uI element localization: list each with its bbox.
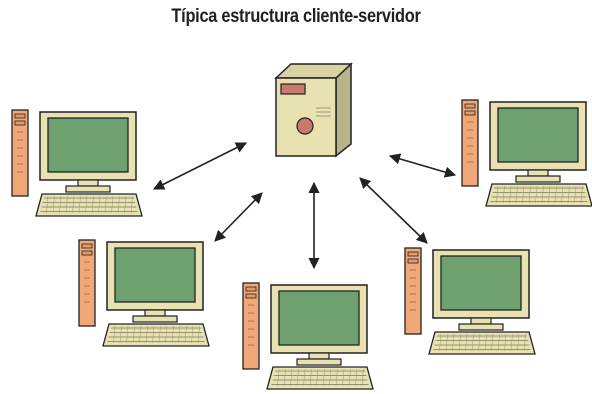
diagram-title: Típica estructura cliente-servidor bbox=[171, 6, 421, 27]
node-client-bottom-center bbox=[242, 282, 374, 390]
connection-arrow-client-top-right bbox=[388, 153, 457, 178]
client-computer-icon bbox=[242, 282, 374, 390]
connection-arrow-client-mid-right bbox=[359, 177, 428, 244]
client-computer-icon bbox=[78, 239, 210, 347]
node-client-top-right bbox=[461, 99, 592, 207]
connection-arrow-client-mid-left bbox=[214, 192, 263, 242]
node-client-top-left bbox=[11, 109, 143, 217]
server-icon bbox=[274, 62, 353, 158]
node-server bbox=[274, 62, 353, 158]
connection-arrow-client-top-left bbox=[152, 142, 248, 190]
client-computer-icon bbox=[404, 247, 536, 355]
node-client-mid-left bbox=[78, 239, 210, 347]
client-computer-icon bbox=[461, 99, 592, 207]
client-computer-icon bbox=[11, 109, 143, 217]
node-client-mid-right bbox=[404, 247, 536, 355]
